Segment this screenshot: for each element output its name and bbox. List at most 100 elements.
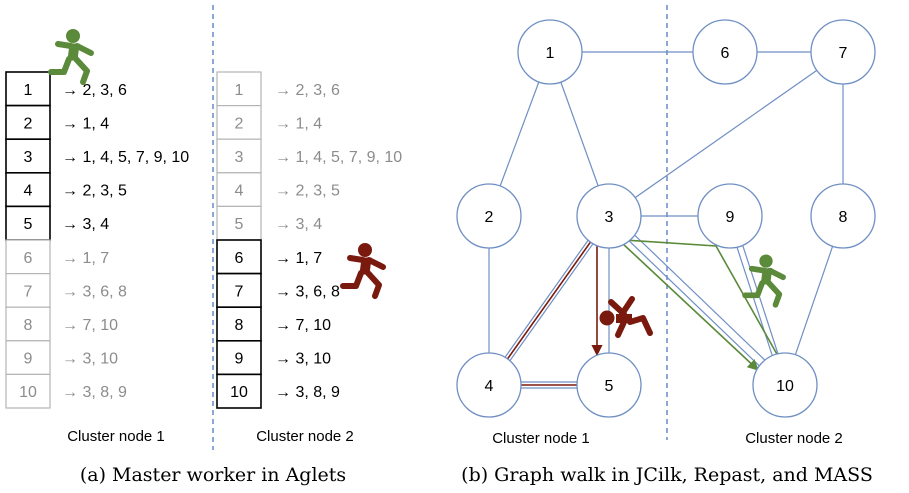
node-circle: [810, 183, 876, 249]
node1-table-row: 5→ 3, 4: [5, 205, 109, 241]
edge-3-10: [634, 234, 766, 361]
edge-3-10: [628, 240, 760, 367]
agent-walk-paths: [506, 239, 779, 386]
node-circle: [517, 19, 583, 85]
node1-table-row: 1 → 2, 3, 6: [5, 71, 127, 107]
node2-table-adjacency: → 1, 4, 5, 7, 9, 10: [275, 149, 402, 166]
graph-node-4: 4: [456, 352, 522, 418]
graph-node-2: 2: [456, 183, 522, 249]
node-circle: [810, 19, 876, 85]
node1-table-id: 10: [19, 384, 37, 401]
green-walk-3-9-10: [623, 239, 779, 357]
node2-table-row: 3 → 1, 4, 5, 7, 9, 10: [216, 138, 402, 174]
red-agent-icon: [343, 244, 383, 297]
node-label: 1: [546, 45, 555, 62]
graph-node-5: 5: [576, 352, 642, 418]
node-label: 2: [485, 209, 494, 226]
node2-table-row: 4→ 2, 3, 5: [216, 172, 340, 208]
node2-table-adjacency: → 1, 4: [275, 115, 322, 132]
graph-node-1: 1: [517, 19, 583, 85]
node1-table-row: 7 → 3, 6, 8: [5, 273, 127, 308]
node1-table-id-box: [5, 340, 51, 375]
node2-table-row: 8 → 7, 10: [216, 306, 331, 342]
node2-table-id: 7: [235, 283, 244, 300]
node2-table-id-box: [216, 239, 262, 275]
panel-a: 1→ 2, 3, 62→ 1, 43→ 1, 4, 5, 7, 9, 104→ …: [5, 5, 402, 486]
node-circle: [576, 183, 642, 249]
node1-table-adjacency: → 7, 10: [62, 317, 118, 334]
node2-table-id-box: [216, 104, 262, 140]
green-agent-icon-b: [745, 255, 783, 305]
node2-table-id: 9: [235, 351, 244, 368]
node2-table-id-box: [216, 306, 262, 342]
node2-table-id: 8: [235, 317, 244, 334]
cluster-node-1-label-b: Cluster node 1: [492, 430, 590, 447]
graph-edges: [488, 51, 844, 389]
node1-table-id: 7: [24, 283, 33, 300]
node-label: 4: [485, 378, 494, 395]
node1-table-adjacency: → 3, 4: [62, 216, 109, 233]
node2-table-id-box: [216, 373, 262, 409]
node1-table-id: 6: [24, 250, 33, 267]
node2-table-id: 2: [235, 115, 244, 132]
node1-table-adjacency: → 3, 10: [62, 351, 118, 368]
node1-table-id-box: [5, 205, 51, 241]
node1-table-id-box: [5, 306, 51, 342]
node-label: 3: [605, 209, 614, 226]
adjacency-table-node1: 1→ 2, 3, 62→ 1, 43→ 1, 4, 5, 7, 9, 104→ …: [5, 71, 189, 409]
green-walk-3-10-arrow: [621, 242, 759, 371]
node-circle: [456, 183, 522, 249]
node2-table-row: 6→ 1, 7: [216, 239, 322, 275]
node1-table-id-box: [5, 239, 51, 275]
edge-1-3: [560, 81, 599, 187]
node2-table-row: 2 → 1, 4: [216, 104, 322, 140]
node1-table-adjacency: → 3, 6, 8: [62, 283, 127, 300]
edge-8-10: [794, 246, 834, 355]
graph-node-8: 8: [810, 183, 876, 249]
node2-table-adjacency: → 7, 10: [275, 317, 331, 334]
node1-table-id: 8: [24, 317, 33, 334]
caption-a: (a) Master worker in Aglets: [80, 464, 346, 486]
node1-table-row: 8 → 7, 10: [5, 306, 118, 342]
node1-table-adjacency: → 3, 8, 9: [62, 384, 127, 401]
node-label: 9: [726, 209, 735, 226]
node1-table-adjacency: → 2, 3, 5: [62, 183, 127, 200]
node2-table-id-box: [216, 272, 262, 309]
node1-table-id: 1: [24, 82, 33, 99]
node1-table-adjacency: → 2, 3, 6: [62, 82, 127, 99]
node2-table-adjacency: → 3, 8, 9: [275, 384, 340, 401]
cluster-node-1-label-a: Cluster node 1: [67, 428, 165, 445]
node1-table-id: 3: [24, 149, 33, 166]
node2-table-row: 7→ 3, 6, 8: [216, 272, 340, 309]
node1-table-adjacency: → 1, 7: [62, 250, 109, 267]
node2-table-id: 10: [230, 384, 248, 401]
edge-7-3: [634, 69, 818, 199]
node1-table-row: 4→ 2, 3, 5: [5, 172, 127, 208]
node1-table-id: 9: [24, 351, 33, 368]
red-walk-3-4: [506, 241, 592, 360]
edge-3-4: [509, 243, 594, 361]
node2-table-row: 9→ 3, 10: [216, 339, 331, 376]
node1-table-id-box: [5, 71, 51, 107]
node-label: 10: [776, 378, 794, 395]
graph-nodes: 1 2 3 4 5 6 7 8 9 10: [456, 19, 876, 418]
caption-b: (b) Graph walk in JCilk, Repast, and MAS…: [461, 464, 873, 486]
node2-table-adjacency: → 1, 7: [275, 250, 322, 267]
node2-table-id: 3: [235, 149, 244, 166]
node2-table-id-box: [216, 138, 262, 174]
node-label: 8: [839, 209, 848, 226]
red-agent-fallen-icon: [599, 296, 653, 338]
node1-table-id-box: [5, 104, 51, 140]
node2-table-id: 4: [235, 183, 244, 200]
graph-node-9: 9: [697, 183, 763, 249]
node2-table-id: 1: [235, 82, 244, 99]
node1-table-id: 2: [24, 115, 33, 132]
edge-9-10: [742, 245, 779, 354]
node-label: 6: [721, 45, 730, 62]
adjacency-table-node2: 1→ 2, 3, 62→ 1, 43→ 1, 4, 5, 7, 9, 104→ …: [216, 71, 402, 409]
node2-table-row: 5→ 3, 4: [216, 205, 322, 241]
node-circle: [697, 183, 763, 249]
graph-node-7: 7: [810, 19, 876, 85]
node1-table-row: 9 → 3, 10: [5, 340, 118, 375]
